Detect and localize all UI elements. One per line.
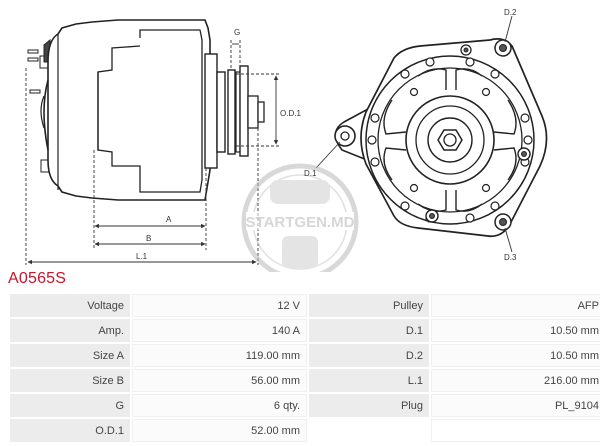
spec-label: Size B (10, 369, 130, 392)
watermark-text: STARTGEN.MD (246, 214, 355, 231)
spec-label: Plug (309, 394, 429, 417)
part-code: A0565S (8, 270, 67, 287)
label-l1: L.1 (136, 252, 148, 261)
spec-value: 10.50 mm (431, 344, 600, 367)
spec-value: PL_9104 (431, 394, 600, 417)
spec-value: 119.00 mm (132, 344, 307, 367)
startgen-watermark: STARTGEN.MD (241, 163, 359, 272)
label-d2: D.2 (504, 8, 517, 17)
spec-label (309, 419, 429, 442)
spec-value: 56.00 mm (132, 369, 307, 392)
label-g: G (234, 28, 240, 37)
alternator-technical-drawing: STARTGEN.MD G O.D.1 D.1 D.2 D.3 A B L.1 (25, 8, 548, 272)
spec-value (431, 419, 600, 442)
label-b: B (146, 234, 151, 243)
side-view (27, 19, 265, 201)
spec-value: 52.00 mm (132, 419, 307, 442)
spec-label: G (10, 394, 130, 417)
spec-label: L.1 (309, 369, 429, 392)
label-d3: D.3 (504, 253, 517, 262)
spec-value: 140 A (132, 319, 307, 342)
spec-label: Amp. (10, 319, 130, 342)
label-od1: O.D.1 (280, 109, 301, 118)
spec-value: 12 V (132, 294, 307, 317)
label-d1: D.1 (304, 169, 317, 178)
label-a: A (166, 215, 172, 224)
spec-value: 6 qty. (132, 394, 307, 417)
spec-value: 216.00 mm (431, 369, 600, 392)
spec-label: Size A (10, 344, 130, 367)
spec-label: O.D.1 (10, 419, 130, 442)
front-view (334, 38, 548, 238)
spec-value: AFP (431, 294, 600, 317)
spec-label: Voltage (10, 294, 130, 317)
dimension-lines (25, 40, 280, 265)
spec-label: Pulley (309, 294, 429, 317)
leader-lines (315, 15, 513, 253)
spec-value: 10.50 mm (431, 319, 600, 342)
spec-label: D.2 (309, 344, 429, 367)
spec-label: D.1 (309, 319, 429, 342)
